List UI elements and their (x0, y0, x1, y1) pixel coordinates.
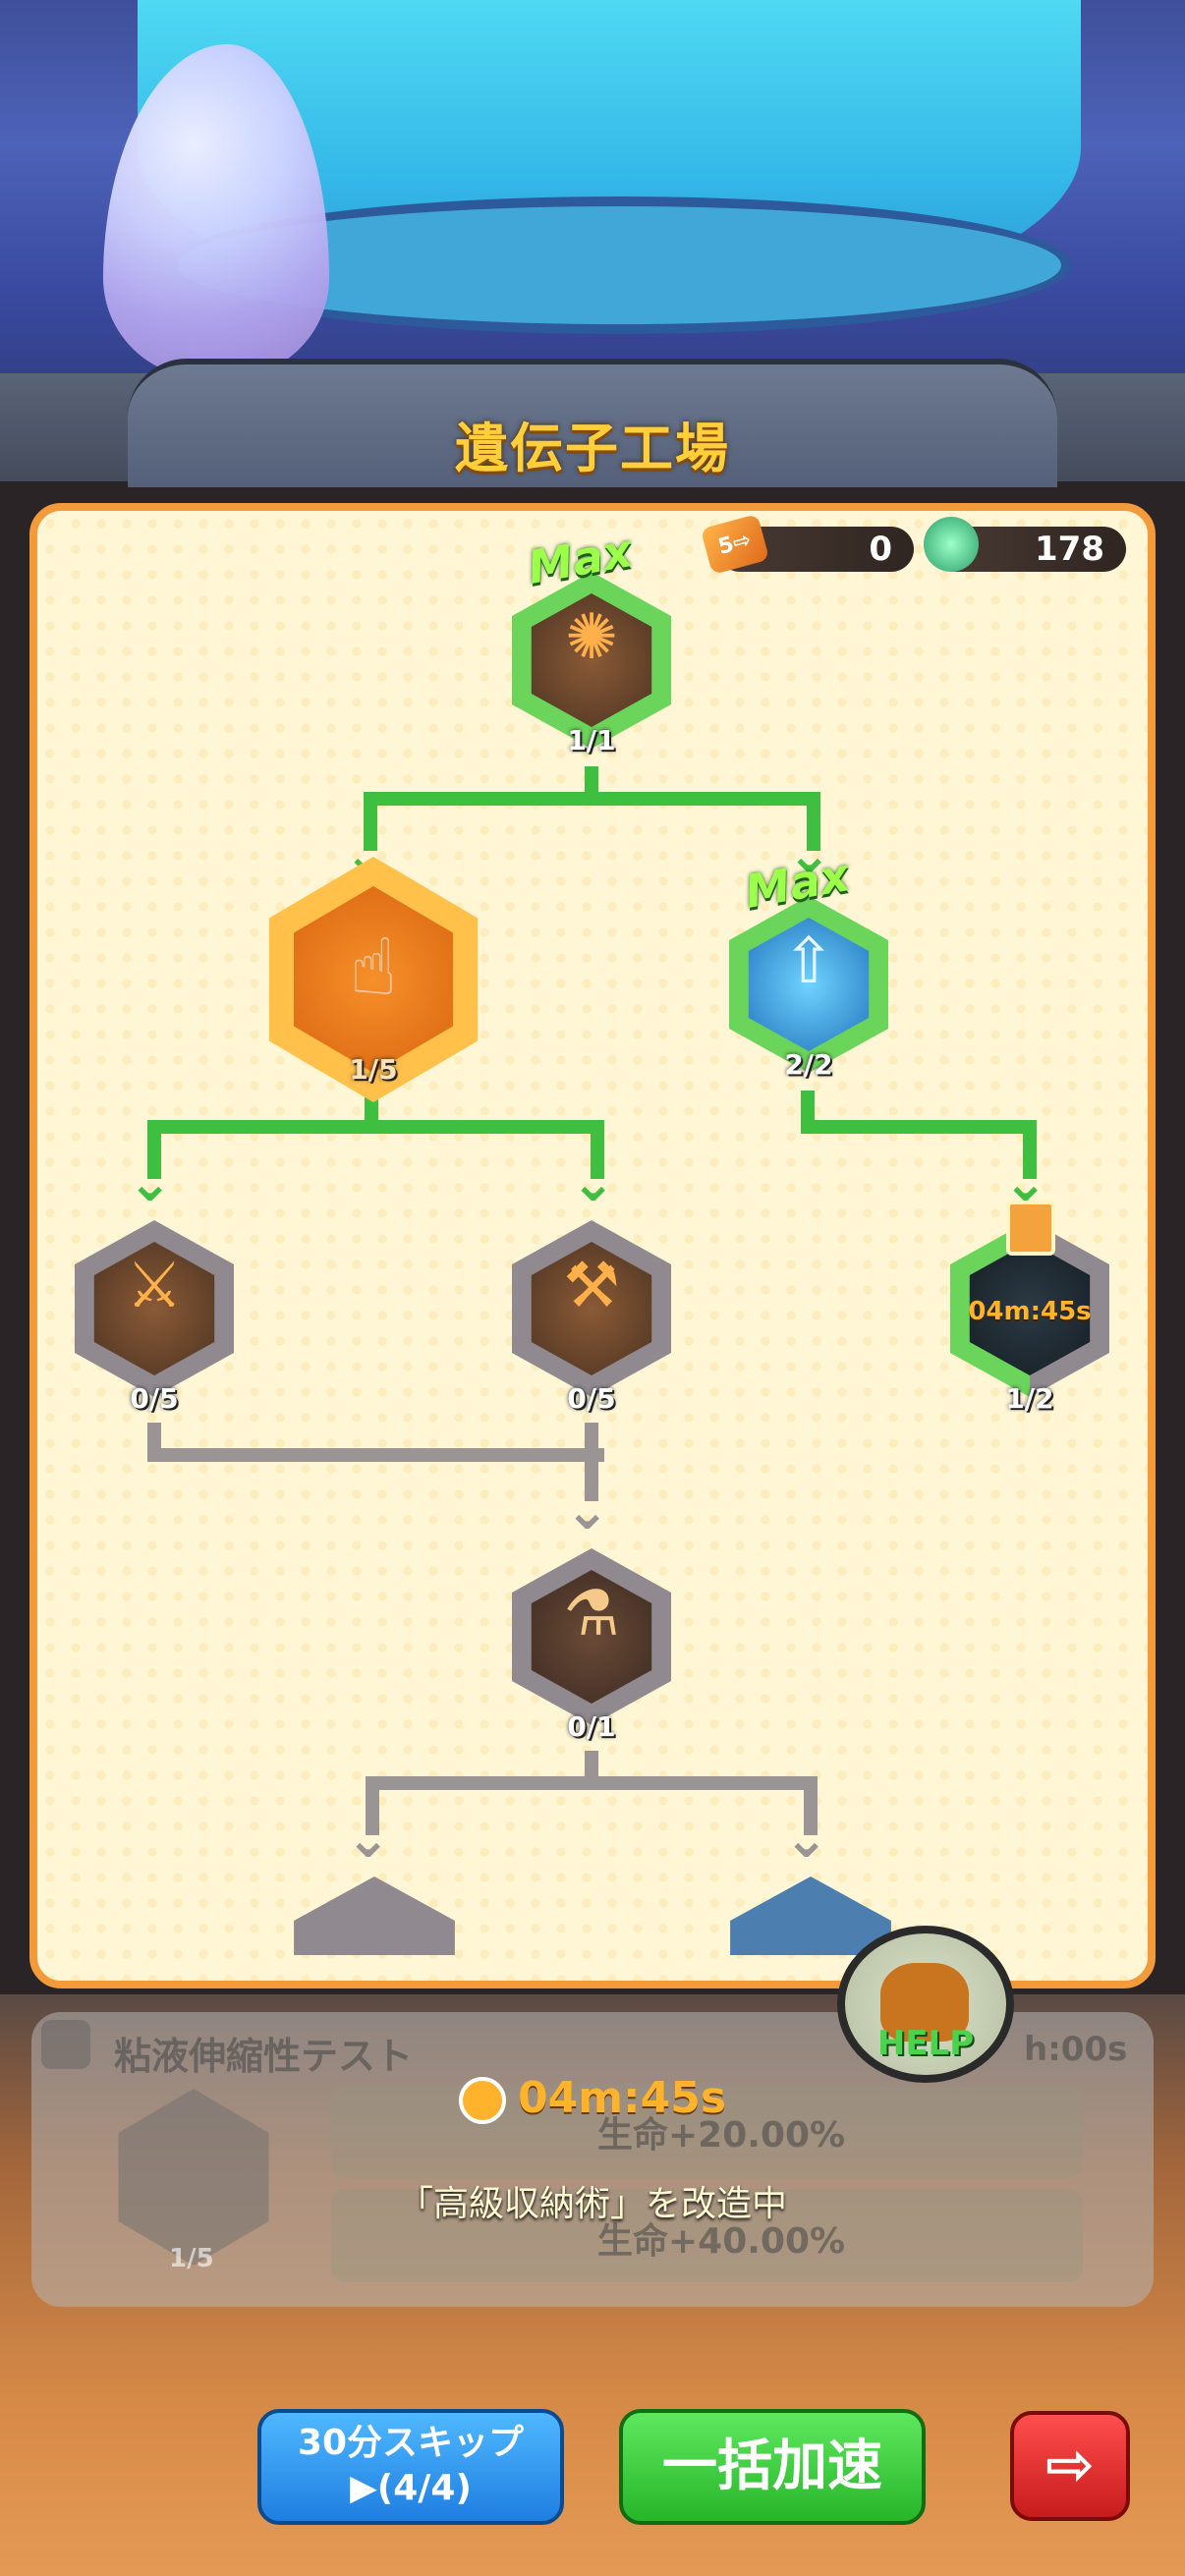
node-level: 0/1 (567, 1710, 616, 1743)
node-level: 1/1 (567, 724, 616, 756)
gene-tree-panel (29, 503, 1156, 1988)
node-level: 1/2 (1005, 1382, 1054, 1415)
exit-icon: ⇨ (1044, 2431, 1096, 2499)
arrow-down-icon: ⌄ (787, 823, 832, 885)
line-hammer-down (585, 1423, 598, 1501)
line-to-flask-horizontal (147, 1448, 604, 1462)
line-to-hammer (591, 1120, 604, 1179)
muscle-arm-icon (880, 1963, 969, 2042)
hourglass-icon (1006, 1201, 1055, 1256)
hammer-icon: ⚒ (563, 1250, 620, 1322)
line-root-down (585, 766, 598, 796)
arrow-up-burst-icon: ⇧ (782, 925, 835, 998)
flask-icon: ⚗ (563, 1578, 620, 1651)
exit-button[interactable]: ⇨ (1010, 2411, 1130, 2521)
boost-all-button[interactable]: 一括加速 (619, 2409, 926, 2525)
timer-value: 04m:45s (517, 2073, 727, 2123)
line-flask-horizontal (366, 1776, 818, 1790)
line-to-upgrade (807, 792, 820, 851)
skip-30min-button[interactable]: 30分スキップ ▶(4/4) (257, 2409, 564, 2525)
node-level: 1/5 (349, 1053, 398, 1086)
info-node-level: 1/5 (169, 2244, 214, 2273)
line-to-slime (364, 792, 377, 851)
line-slime-horizontal (147, 1120, 604, 1134)
gene-node-storage[interactable]: 04m:45s 1/2 (941, 1201, 1118, 1415)
line-root-horizontal (364, 792, 820, 806)
stat-row-current (331, 2085, 1083, 2178)
stat-current: 生命+20.00% (597, 2115, 846, 2156)
page-title: 遺伝子工場 (455, 418, 730, 479)
gene-node-hammer[interactable]: ⚒ 0/5 (503, 1220, 680, 1415)
skip-count-row: ▶(4/4) (261, 2466, 560, 2511)
modding-status: 「高級収納術」を改造中 (397, 2184, 787, 2224)
gene-node-partial-right[interactable] (721, 1876, 900, 1955)
clock-icon (458, 2077, 506, 2124)
stat-row-next (331, 2189, 1083, 2282)
skill-name: 粘液伸縮性テスト (114, 2035, 414, 2078)
node-timer: 04m:45s (968, 1297, 1092, 1326)
skill-time: h:00s (1024, 2030, 1128, 2069)
gene-node-partial-left[interactable] (285, 1876, 464, 1955)
line-flask-left (366, 1776, 379, 1835)
line-to-storage (1023, 1120, 1037, 1179)
gene-node-sword[interactable]: ⚔ 0/5 (66, 1220, 243, 1415)
line-flask-down (585, 1751, 598, 1780)
node-level: 0/5 (130, 1382, 179, 1415)
arrow-down-icon: ⌄ (128, 1151, 173, 1213)
stat-next: 生命+40.00% (597, 2221, 846, 2262)
node-level: 2/2 (784, 1048, 833, 1081)
line-flask-right (804, 1776, 818, 1835)
finger-slime-icon: ☝ (349, 922, 398, 1013)
gene-node-slime-stretch[interactable]: ☝ 1/5 (257, 857, 489, 1102)
video-icon: ▶ (350, 2468, 377, 2508)
line-to-sword (147, 1120, 161, 1179)
arrow-down-icon: ⌄ (565, 1480, 610, 1541)
gene-node-flask[interactable]: ⚗ 0/1 (503, 1548, 680, 1743)
gene-node-root[interactable]: ✺ 1/1 Max (503, 524, 680, 758)
help-label: HELP (876, 2024, 975, 2063)
info-node-icon (118, 2089, 269, 2266)
arrow-down-icon: ⌄ (346, 1808, 391, 1870)
ticket-value: 0 (869, 530, 892, 569)
skip-count: (4/4) (376, 2468, 472, 2508)
header-plate-center (128, 359, 1057, 487)
line-upgrade-horizontal (801, 1120, 1037, 1134)
potion-icon (924, 517, 979, 572)
splash-gun-icon: ✺ (565, 601, 618, 674)
potion-value: 178 (1035, 530, 1104, 569)
help-button[interactable]: HELP (837, 1926, 1014, 2083)
skip-label: 30分スキップ (297, 2423, 525, 2463)
slime-sword-icon: ⚔ (126, 1250, 183, 1322)
arrow-down-icon: ⌄ (571, 1151, 616, 1213)
node-level: 0/5 (567, 1382, 616, 1415)
arrow-down-icon: ⌄ (784, 1808, 829, 1870)
node-core (531, 593, 652, 727)
gene-node-upgrade[interactable]: ⇧ 2/2 Max (720, 848, 897, 1083)
upgrade-timer: 04m:45s (0, 2073, 1185, 2124)
skill-type-icon (41, 2020, 90, 2069)
